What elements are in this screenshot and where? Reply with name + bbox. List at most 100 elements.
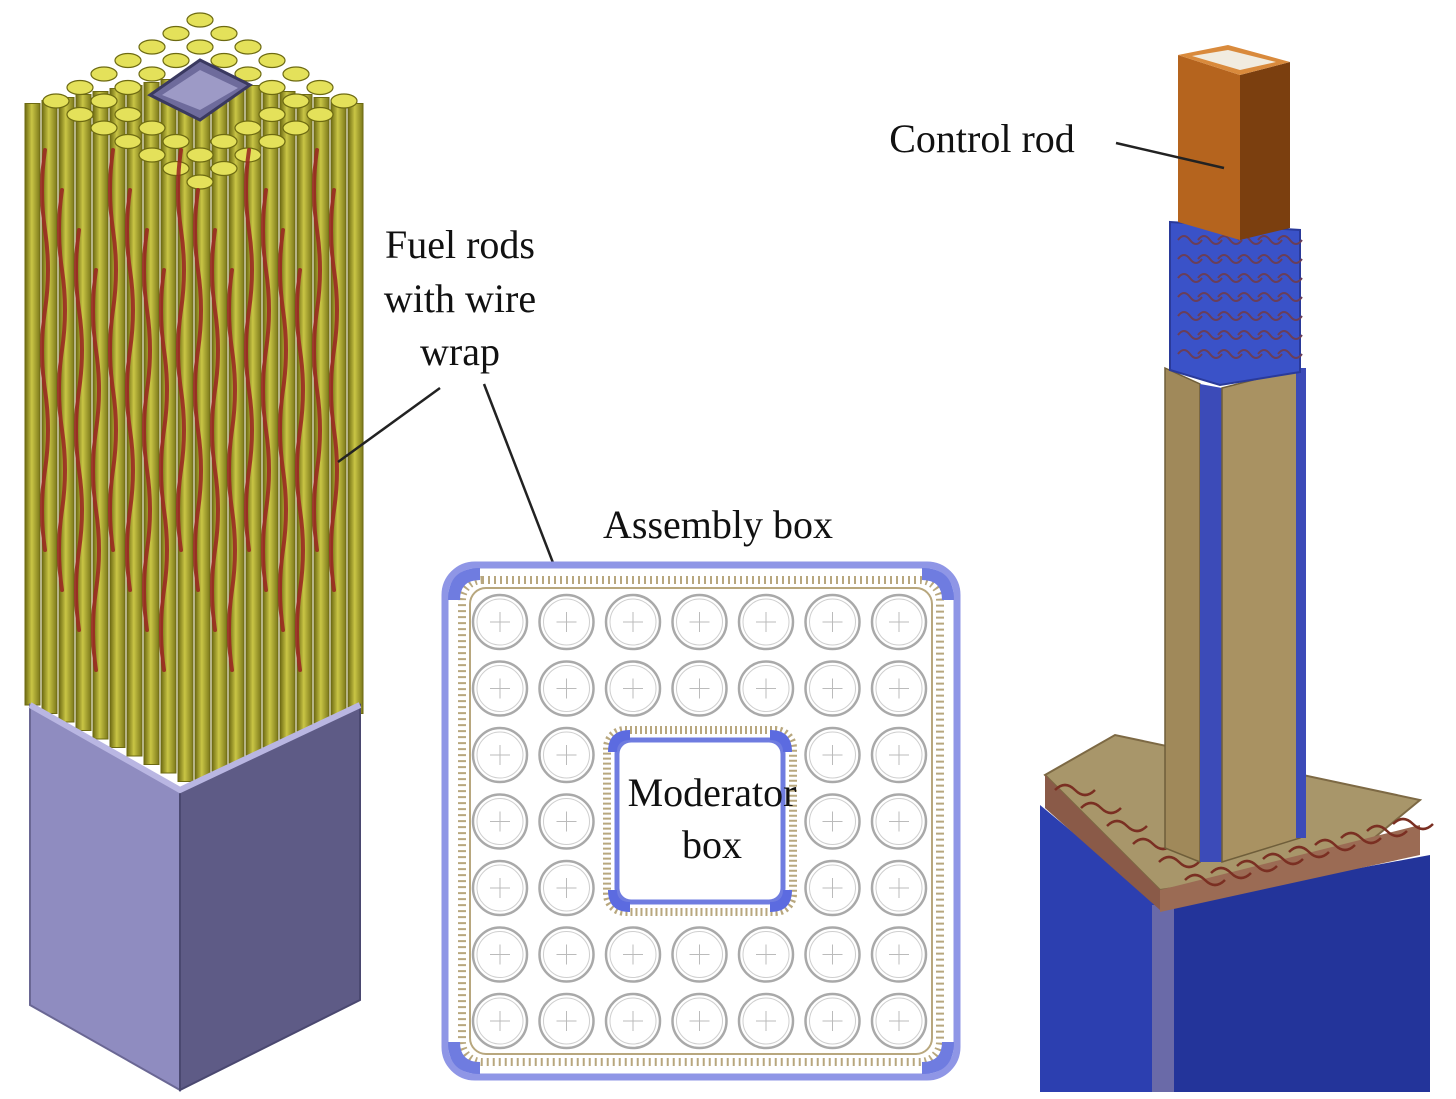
cross-section-rod-inner	[476, 598, 524, 646]
fuel-rod-top	[210, 52, 238, 69]
fuel-rod-top	[114, 106, 142, 123]
cross-section-rod	[471, 859, 529, 917]
cross-section-rod	[804, 859, 861, 917]
platform-wire	[1158, 855, 1200, 869]
cross-section-rod	[804, 793, 861, 850]
sleeve-wire	[1197, 273, 1223, 283]
wire-wrap	[261, 188, 271, 592]
fuel-rod-top	[282, 93, 310, 109]
cross-section-rod-inner	[609, 665, 657, 712]
sleeve-wire	[1197, 311, 1223, 321]
cross-section-rod-inner	[543, 665, 590, 712]
sleeve-wire	[1257, 330, 1283, 340]
fuel-rod-top	[282, 120, 310, 136]
cross-section-rod-inner	[875, 665, 923, 712]
cross-section-rod-inner	[476, 665, 524, 712]
cross-section-rod-inner	[476, 864, 524, 912]
cross-section-rod	[671, 992, 728, 1050]
fuel-rod-top	[306, 106, 334, 123]
moderator-corner-tr	[770, 730, 792, 752]
moderator-box-inner	[614, 737, 786, 905]
cross-section-rod	[870, 926, 928, 983]
lower-blue-box-right	[1160, 855, 1430, 1092]
sleeve-wire	[1257, 311, 1283, 321]
fuel-rod	[24, 103, 41, 706]
wire-wrap	[125, 188, 135, 592]
sleeve-wire	[1197, 292, 1223, 302]
cross-section-rod-inner	[676, 598, 723, 646]
fuel-rod-top	[162, 133, 190, 150]
fuel-rod-top	[162, 25, 190, 42]
cross-section-rod-inner	[875, 931, 923, 978]
cross-section-rod-grid	[471, 593, 928, 1050]
cross-section-rod-inner	[543, 731, 590, 779]
cross-section-rod-inner	[476, 731, 524, 779]
cross-section-rod	[804, 660, 861, 717]
moderator-corner-br	[770, 890, 792, 912]
wire-wrap-spirals	[40, 148, 339, 672]
cross-section-rod-inner	[809, 731, 856, 779]
sleeve-wire	[1217, 311, 1243, 321]
blade-wall-right	[1221, 367, 1301, 864]
platform-front-left	[1045, 775, 1160, 910]
platform-wire	[1106, 819, 1148, 833]
blade-wall-edge	[1296, 368, 1306, 838]
sleeve-wire	[1177, 311, 1203, 321]
sleeve-wire	[1177, 349, 1203, 359]
wire-wrap	[142, 228, 152, 632]
platform-wire	[1288, 845, 1330, 859]
control-rod-side	[1240, 62, 1290, 240]
fuel-rod-top	[90, 66, 118, 82]
fuel-rod-top	[90, 93, 118, 109]
sleeve-wire	[1237, 292, 1263, 302]
cross-section-rod	[737, 926, 795, 983]
lower-box-rim	[28, 702, 362, 794]
cross-section-rod	[471, 793, 529, 850]
fuel-rod-top	[138, 66, 166, 82]
cross-section-rod	[471, 992, 529, 1050]
fuel-rod-top	[42, 93, 70, 109]
cross-section-rod-inner	[476, 931, 524, 978]
cross-section-rod	[471, 593, 529, 651]
sleeve-wire	[1217, 254, 1243, 264]
fuel-rod-top	[186, 174, 214, 190]
wire-wrap	[40, 148, 50, 552]
fuel-rod-top	[234, 120, 262, 136]
cross-section-rod-inner	[543, 997, 590, 1045]
fuel-rod	[143, 82, 160, 765]
cross-section-rod	[870, 793, 928, 850]
cross-section-rod	[671, 593, 728, 651]
fuel-rod-top	[138, 39, 166, 55]
fuel-rod-top	[162, 52, 190, 69]
sleeve-wire	[1177, 254, 1203, 264]
assembly-box-inner-wall	[458, 576, 944, 1066]
control-rod-blue-sleeve	[1169, 220, 1301, 387]
fuel-rod	[347, 103, 364, 714]
cross-section-rod-inner	[476, 997, 524, 1045]
fuel-rod-top	[186, 39, 214, 55]
cross-section-rod	[870, 593, 928, 651]
cross-section-rod	[538, 593, 595, 651]
cross-section-rod	[604, 660, 662, 717]
wire-wrap	[210, 228, 220, 632]
fuel-rod-top	[210, 160, 238, 177]
fuel-rod-top	[282, 66, 310, 82]
fuel-rod-top	[306, 79, 334, 96]
fuel-assembly-3d	[24, 12, 364, 1092]
wire-wrap	[91, 268, 101, 672]
cross-section-rod-inner	[809, 598, 856, 646]
corner-top-right	[922, 568, 954, 600]
fuel-rods-label-line3: wrap	[420, 329, 500, 374]
cross-section-rod	[870, 726, 928, 784]
moderator-box-label-line1: Moderator	[628, 770, 797, 815]
cross-section-rod	[870, 992, 928, 1050]
sleeve-wire	[1277, 273, 1303, 283]
wire-wrap	[312, 148, 322, 552]
fuel-rod-top	[258, 79, 286, 96]
control-rod-hollow	[1192, 50, 1276, 70]
cross-section-rod-inner	[742, 665, 790, 712]
control-rod-assembly	[1040, 45, 1434, 1092]
fuel-rods-label-line2: with wire	[384, 276, 536, 321]
sleeve-wire	[1237, 311, 1263, 321]
fuel-rod-top	[90, 120, 118, 136]
